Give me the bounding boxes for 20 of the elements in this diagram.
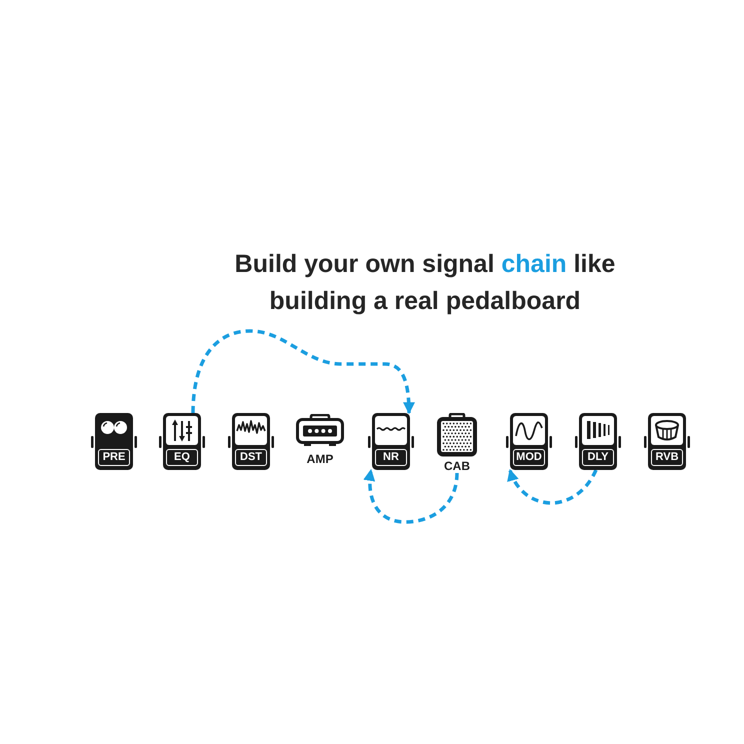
pedal-label: PRE <box>98 449 130 466</box>
pedal <box>228 413 274 470</box>
pedal <box>506 413 552 470</box>
pedal-label: EQ <box>166 449 198 466</box>
dashed-arrow <box>364 468 459 524</box>
pedal-label: RVB <box>651 449 683 466</box>
pedal <box>91 413 137 470</box>
device-label: CAB <box>444 459 470 473</box>
dashed-arrow <box>191 329 415 414</box>
title: Build your own signal chain like building a real pedalboard <box>234 249 616 317</box>
device-label: AMP <box>306 452 334 466</box>
pedal-label: DST <box>235 449 267 466</box>
pedal <box>575 413 621 470</box>
pedal <box>368 413 414 470</box>
pedal-label: MOD <box>513 449 545 466</box>
pedal <box>644 413 690 470</box>
pedal <box>159 413 205 470</box>
pedal-label: NR <box>375 449 407 466</box>
dashed-arrow <box>508 468 598 505</box>
pedal-label: DLY <box>582 449 614 466</box>
